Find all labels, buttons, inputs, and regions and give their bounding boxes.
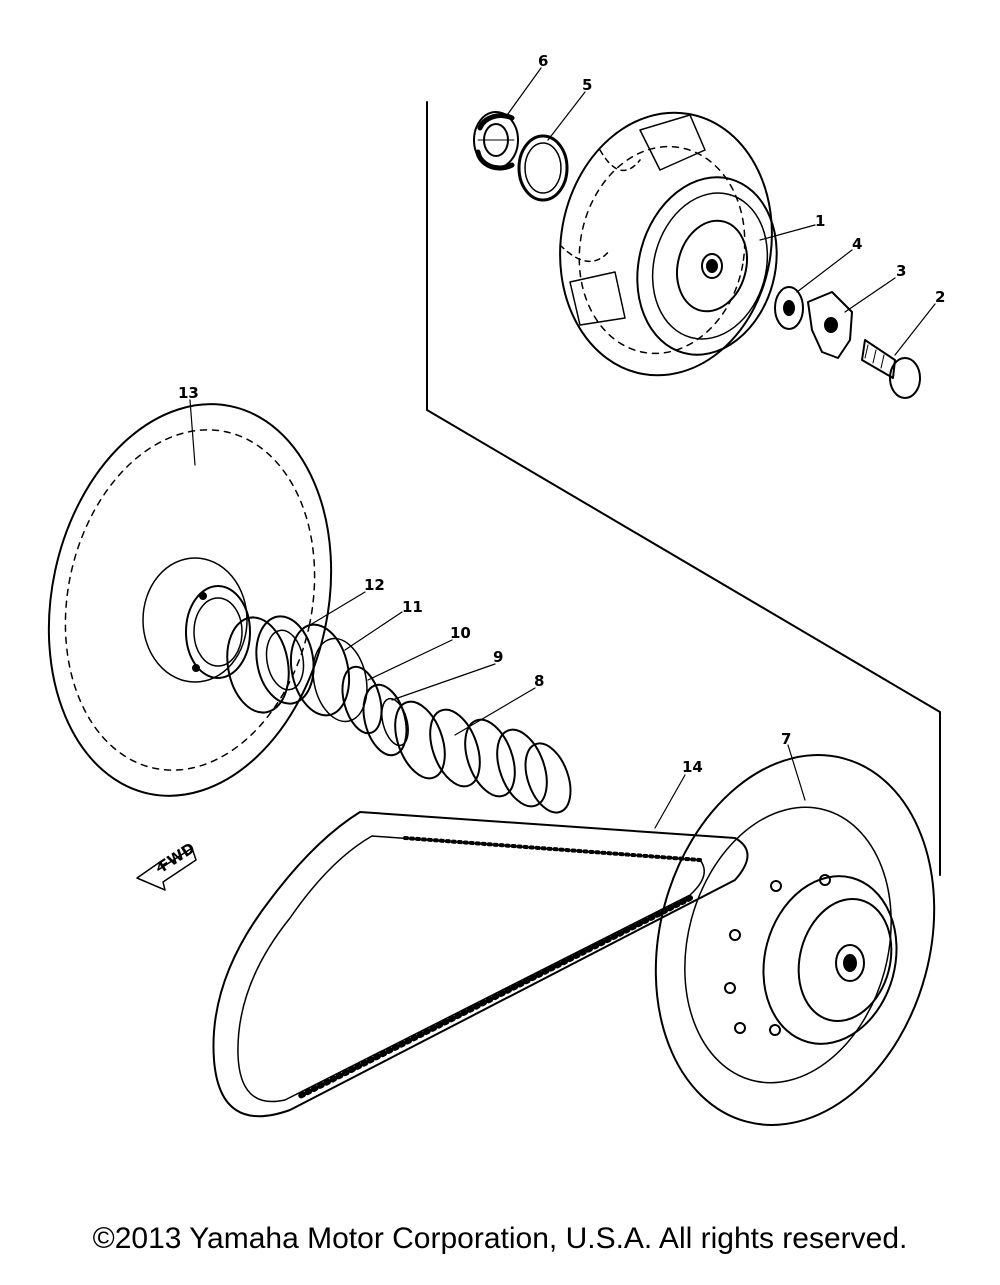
part-10-ring (341, 665, 383, 735)
fwd-label: FWD (155, 839, 198, 875)
subassembly-outline (426, 101, 941, 876)
part-13-sheave (47, 403, 333, 797)
label-part-14: 14 (682, 758, 703, 776)
part-8-spring (394, 700, 572, 814)
label-part-4: 4 (852, 235, 862, 253)
label-part-8: 8 (534, 672, 544, 690)
label-part-2: 2 (935, 288, 945, 306)
part-1-sheave (559, 111, 778, 377)
label-part-6: 6 (538, 52, 548, 70)
copyright-notice: ©2013 Yamaha Motor Corporation, U.S.A. A… (92, 1222, 908, 1255)
label-part-3: 3 (896, 262, 906, 280)
label-part-1: 1 (815, 212, 825, 230)
part-12-bushing (226, 615, 315, 714)
part-4-washer (774, 286, 804, 330)
exploded-parts-diagram: 6 5 1 4 3 2 13 12 11 10 9 8 14 7 FWD (47, 52, 945, 1126)
label-part-13: 13 (178, 384, 199, 402)
part-14-belt (212, 811, 749, 1118)
label-part-5: 5 (582, 76, 592, 94)
part-number-labels: 6 5 1 4 3 2 13 12 11 10 9 8 14 7 FWD (155, 52, 945, 875)
part-7-sheave (654, 754, 936, 1126)
label-part-10: 10 (450, 624, 471, 642)
label-part-11: 11 (402, 598, 423, 616)
label-part-12: 12 (364, 576, 385, 594)
fwd-arrow (136, 847, 197, 891)
label-part-7: 7 (781, 730, 791, 748)
leader-lines (189, 67, 936, 829)
part-11-bushing (289, 623, 368, 723)
part-5-ring (517, 134, 569, 202)
part-9-seat (362, 683, 409, 757)
part-6-collar (473, 111, 519, 171)
part-3-lockplate (807, 291, 853, 359)
part-2-bolt (861, 339, 921, 399)
label-part-9: 9 (493, 648, 503, 666)
